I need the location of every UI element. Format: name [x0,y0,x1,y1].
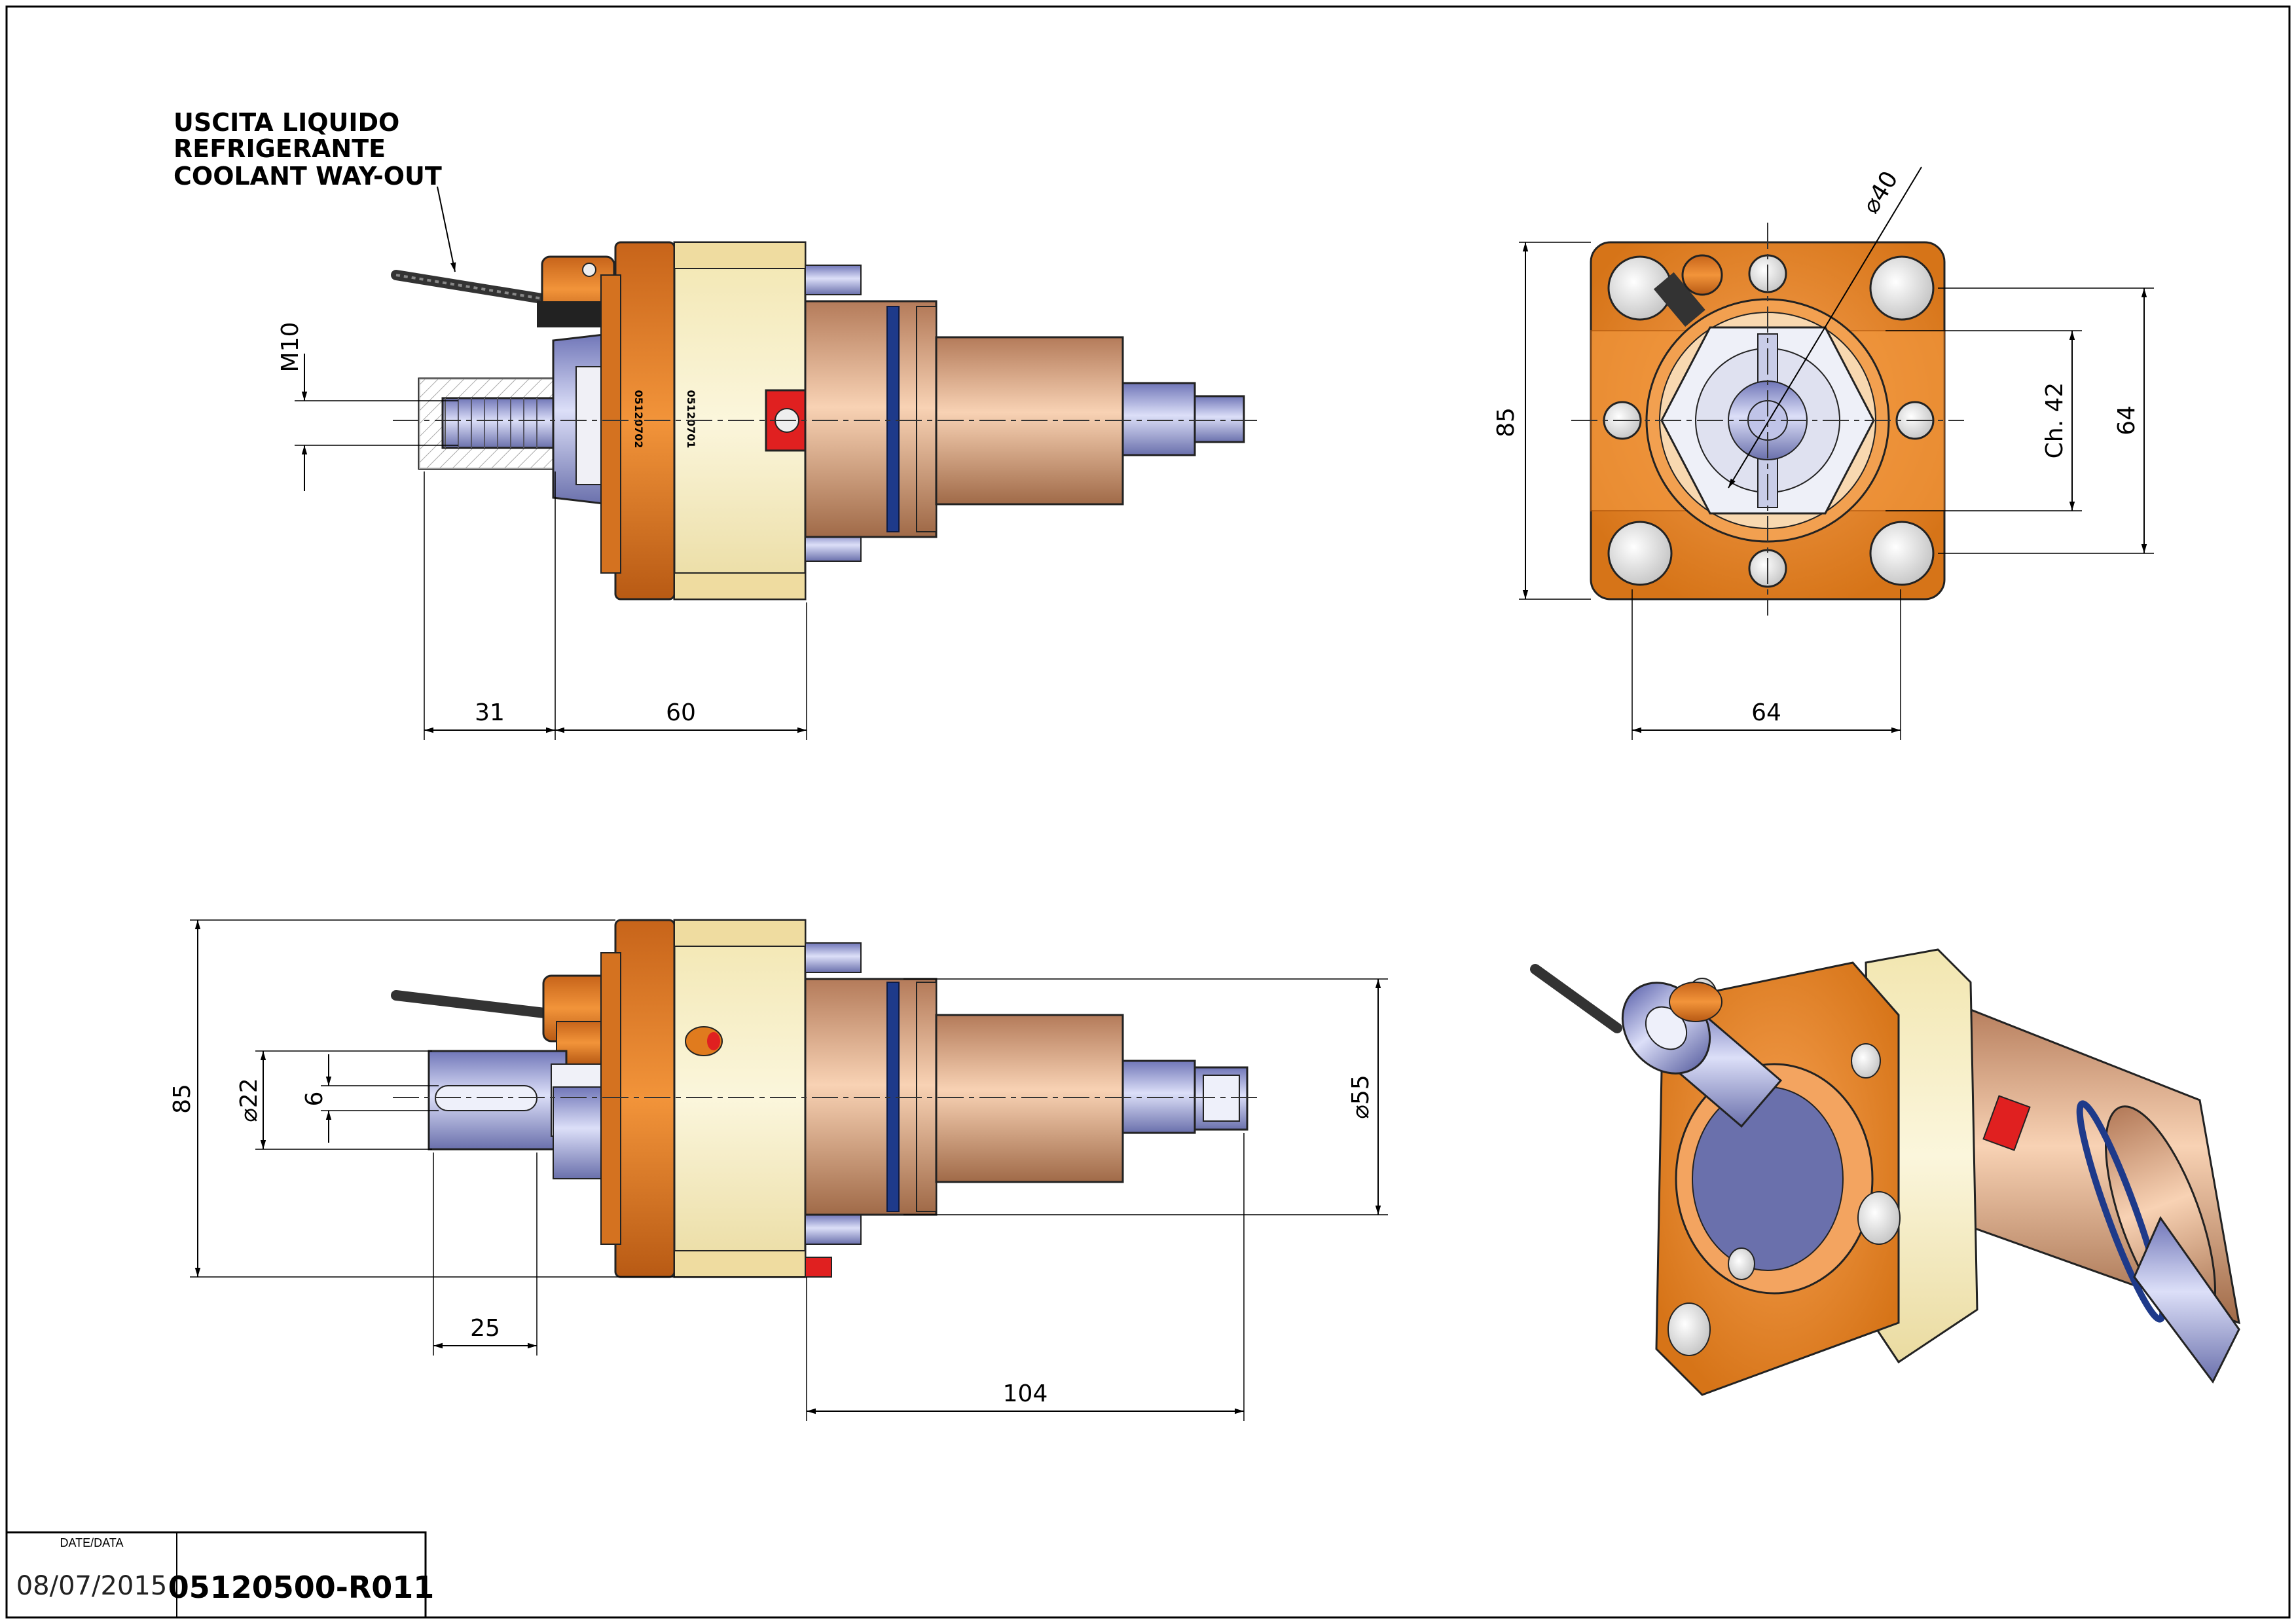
dim-25: 25 [470,1315,500,1342]
dim-31: 31 [475,699,505,726]
dim-diam-40: ⌀40 [1857,166,1904,218]
dim-60: 60 [666,699,696,726]
side-view-top: 05120702 05120701 M10 31 60 [173,108,1257,740]
drawing-code: 05120500-R011 [168,1570,435,1605]
date-label: DATE/DATA [60,1536,123,1549]
dim-ch42: Ch. 42 [2041,382,2068,459]
o-ring-seal [886,306,900,532]
bolt-heads [1603,254,1935,588]
part-stamp-a: 05120702 [632,390,645,448]
dim-front-64-vertical: 64 [2113,405,2140,435]
dim-front-64-horizontal: 64 [1751,699,1781,726]
bronze-housing [804,300,938,538]
isometric-view [1530,948,2240,1396]
coolant-pipe [391,270,555,305]
coolant-note-line-1: USCITA LIQUIDO [173,108,399,137]
date-value: 08/07/2015 [16,1571,168,1601]
dim-diam-55: ⌀55 [1347,1075,1374,1119]
coolant-note-line-2: REFRIGERANTE [173,134,386,163]
dim-lower-85: 85 [169,1084,196,1114]
front-view: 85 Ch. 42 64 64 ⌀40 [1493,166,2154,740]
drive-shaft [1121,382,1196,456]
title-block: DATE/DATA 08/07/2015 05120500-R011 [5,1531,435,1619]
dim-m10: M10 [277,322,304,373]
dim-key-6: 6 [301,1092,328,1107]
side-view-bottom: 85 ⌀22 6 ⌀55 25 104 [169,919,1388,1421]
sheet-border [5,5,2291,1619]
dim-104: 104 [1003,1380,1048,1407]
dim-diam-22: ⌀22 [236,1078,263,1122]
part-stamp-b: 05120701 [685,390,697,448]
dim-front-85: 85 [1493,407,1520,437]
coolant-note-line-3: COOLANT WAY-OUT [173,162,442,191]
